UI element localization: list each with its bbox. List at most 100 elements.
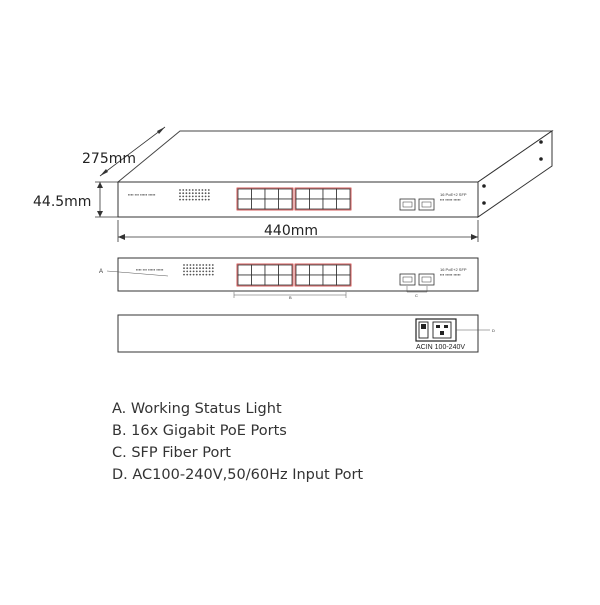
rj45-port: [295, 188, 310, 200]
rj45-port: [237, 188, 252, 200]
callout-c: [406, 286, 428, 293]
status-led: [204, 192, 207, 195]
rj45-port: [322, 264, 337, 276]
status-led: [208, 270, 211, 273]
status-led: [208, 264, 211, 266]
status-led: [205, 273, 208, 276]
status-led: [189, 267, 192, 270]
legend-item-d: D. AC100-240V,50/60Hz Input Port: [112, 467, 364, 483]
status-led: [208, 273, 211, 276]
rj45-port: [295, 264, 310, 276]
iso-port-block: [236, 187, 352, 211]
status-led: [195, 192, 197, 195]
status-led: [188, 192, 191, 195]
status-led: [189, 264, 192, 266]
status-led: [186, 264, 189, 266]
status-led: [201, 198, 204, 201]
status-led: [204, 198, 207, 201]
status-led: [205, 270, 208, 273]
rj45-port: [322, 274, 337, 286]
rj45-port: [278, 264, 293, 276]
status-led: [188, 198, 191, 201]
rj45-port: [264, 188, 279, 200]
status-led: [183, 273, 185, 276]
rj45-port: [251, 264, 266, 276]
rj45-port: [336, 188, 351, 200]
status-led: [198, 195, 201, 198]
status-led: [186, 267, 189, 270]
status-led: [211, 273, 214, 276]
status-led: [195, 273, 198, 276]
status-led: [192, 273, 195, 276]
iso-model-sub-text: ▪▪▪ ▪▪▪▪▪ ▪▪▪▪▪: [440, 197, 461, 202]
status-led: [185, 192, 188, 195]
front-status-leds: [183, 264, 214, 276]
status-led: [211, 270, 214, 273]
status-led: [185, 189, 188, 191]
rj45-port: [264, 274, 279, 286]
status-led: [185, 198, 188, 201]
status-led: [179, 195, 181, 198]
callout-d-label: D: [492, 328, 495, 333]
depth-label: 275mm: [82, 151, 136, 167]
status-led: [191, 189, 194, 191]
status-led: [183, 270, 185, 273]
status-led: [207, 195, 210, 198]
status-led: [211, 267, 214, 270]
status-led: [183, 267, 185, 270]
status-led: [205, 264, 208, 266]
front-view: ▪▪▪▪ ▪▪▪ ▪▪▪▪▪ ▪▪▪▪▪ 16 PoE+2 SFP ▪▪▪ ▪▪…: [99, 257, 479, 300]
rj45-port: [237, 264, 252, 276]
rj45-port: [309, 264, 324, 276]
status-led: [191, 195, 194, 198]
status-led: [202, 273, 205, 276]
status-led: [191, 192, 194, 195]
rj45-port: [309, 274, 324, 286]
status-led: [201, 195, 204, 198]
status-led: [195, 195, 197, 198]
legend-list: A. Working Status Light B. 16x Gigabit P…: [112, 398, 363, 486]
status-led: [195, 264, 198, 266]
iso-status-leds: [179, 189, 210, 201]
status-led: [198, 192, 201, 195]
iso-front-details: ▪▪▪▪ ▪▪▪ ▪▪▪▪▪ ▪▪▪▪▪ 16 PoE+2 SFP ▪▪▪ ▪▪…: [128, 187, 467, 211]
height-label: 44.5mm: [33, 194, 91, 210]
status-led: [199, 267, 201, 270]
status-led: [199, 270, 201, 273]
rj45-port: [322, 198, 337, 210]
front-port-block: [236, 263, 352, 287]
status-led: [192, 264, 195, 266]
front-sfp-ports: [399, 273, 435, 286]
power-inlet: [415, 318, 457, 342]
iso-brand-text: ▪▪▪▪ ▪▪▪ ▪▪▪▪▪ ▪▪▪▪▪: [128, 192, 156, 197]
status-led: [211, 264, 214, 266]
status-led: [182, 192, 185, 195]
front-model-text: 16 PoE+2 SFP: [440, 267, 467, 272]
status-led: [195, 267, 198, 270]
power-inlet-label: ACIN 100-240V: [416, 344, 465, 351]
width-label: 440mm: [264, 223, 318, 239]
status-led: [186, 270, 189, 273]
status-led: [186, 273, 189, 276]
status-led: [179, 189, 181, 191]
status-led: [189, 273, 192, 276]
status-led: [182, 189, 185, 191]
status-led: [207, 189, 210, 191]
callout-b: [233, 292, 347, 298]
rj45-port: [322, 188, 337, 200]
status-led: [195, 198, 197, 201]
rj45-port: [336, 274, 351, 286]
front-brand-text: ▪▪▪▪ ▪▪▪ ▪▪▪▪▪ ▪▪▪▪▪: [136, 267, 164, 272]
legend-item-b: B. 16x Gigabit PoE Ports: [112, 423, 287, 439]
status-led: [179, 192, 181, 195]
status-led: [188, 189, 191, 191]
rj45-port: [237, 274, 252, 286]
dimension-lines: [95, 126, 479, 242]
status-led: [189, 270, 192, 273]
status-led: [192, 267, 195, 270]
legend-item-a: A. Working Status Light: [112, 401, 282, 417]
iso-model-text: 16 PoE+2 SFP: [440, 192, 467, 197]
status-led: [192, 270, 195, 273]
rj45-port: [309, 198, 324, 210]
